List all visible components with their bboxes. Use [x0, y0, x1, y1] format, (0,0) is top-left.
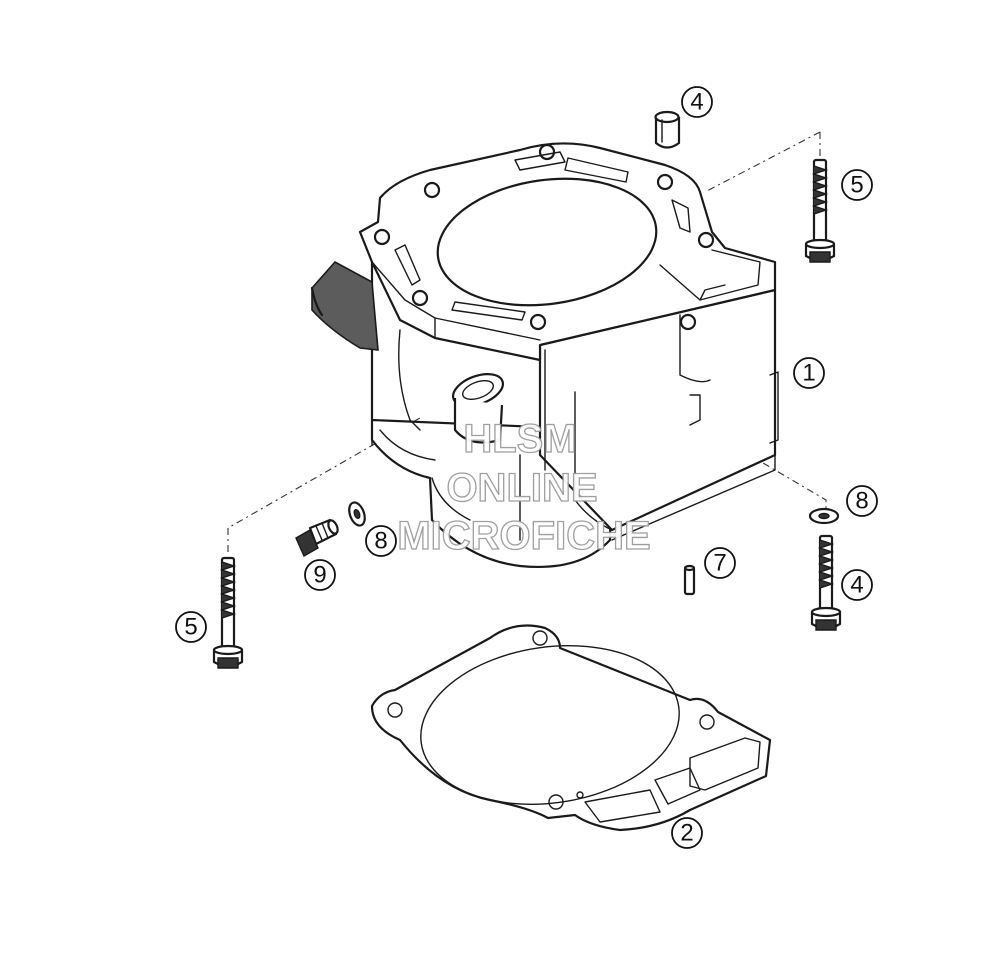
callout-9-circle	[304, 559, 336, 591]
callout-5-left-circle	[175, 611, 207, 643]
callout-5-left: 5	[175, 611, 207, 643]
washer-right-part	[808, 507, 840, 525]
watermark-line-1: HLSM	[463, 417, 576, 461]
dowel-sleeve-part	[654, 110, 681, 149]
callout-5-right-circle	[841, 169, 873, 201]
callout-4-label: 4	[850, 572, 863, 599]
watermark-line-2: ONLINE	[446, 466, 597, 510]
callout-8-right-circle	[846, 485, 878, 517]
callout-5-right: 5	[841, 169, 873, 201]
drain-screw-part	[295, 518, 339, 557]
stud-bolt-right-part	[804, 158, 836, 263]
base-gasket-part	[370, 624, 772, 832]
callout-8-left-label: 8	[374, 528, 387, 555]
callout-5-right-label: 5	[850, 172, 863, 199]
callout-7-circle	[704, 547, 736, 579]
callout-3-label: 4	[690, 89, 703, 116]
cylinder-part	[310, 142, 779, 569]
callout-8-right-label: 8	[855, 488, 868, 515]
callout-8-right: 8	[846, 485, 878, 517]
callout-5-left-label: 5	[184, 614, 197, 641]
callout-2: 2	[671, 817, 703, 849]
callout-4-circle	[841, 569, 873, 601]
callout-8-left: 8	[365, 525, 397, 557]
callout-1-label: 1	[802, 360, 815, 387]
callout-9-label: 9	[313, 562, 326, 589]
callout-3-circle	[681, 86, 713, 118]
callout-1: 1	[793, 357, 825, 389]
callout-2-label: 2	[680, 820, 693, 847]
callout-7: 7	[704, 547, 736, 579]
callout-3: 4	[681, 86, 713, 118]
callout-8-left-circle	[365, 525, 397, 557]
callout-4: 4	[841, 569, 873, 601]
callout-9: 9	[304, 559, 336, 591]
stud-bolt-short-part	[810, 534, 842, 631]
watermark: HLSM ONLINE MICROFICHE	[397, 416, 652, 558]
callout-1-circle	[793, 357, 825, 389]
stud-bolt-left-part	[212, 556, 244, 669]
locating-pin-part	[683, 564, 696, 596]
washer-left-part	[348, 501, 366, 527]
callout-2-circle	[671, 817, 703, 849]
callout-7-label: 7	[713, 550, 726, 577]
watermark-line-3: MICROFICHE	[397, 514, 650, 558]
